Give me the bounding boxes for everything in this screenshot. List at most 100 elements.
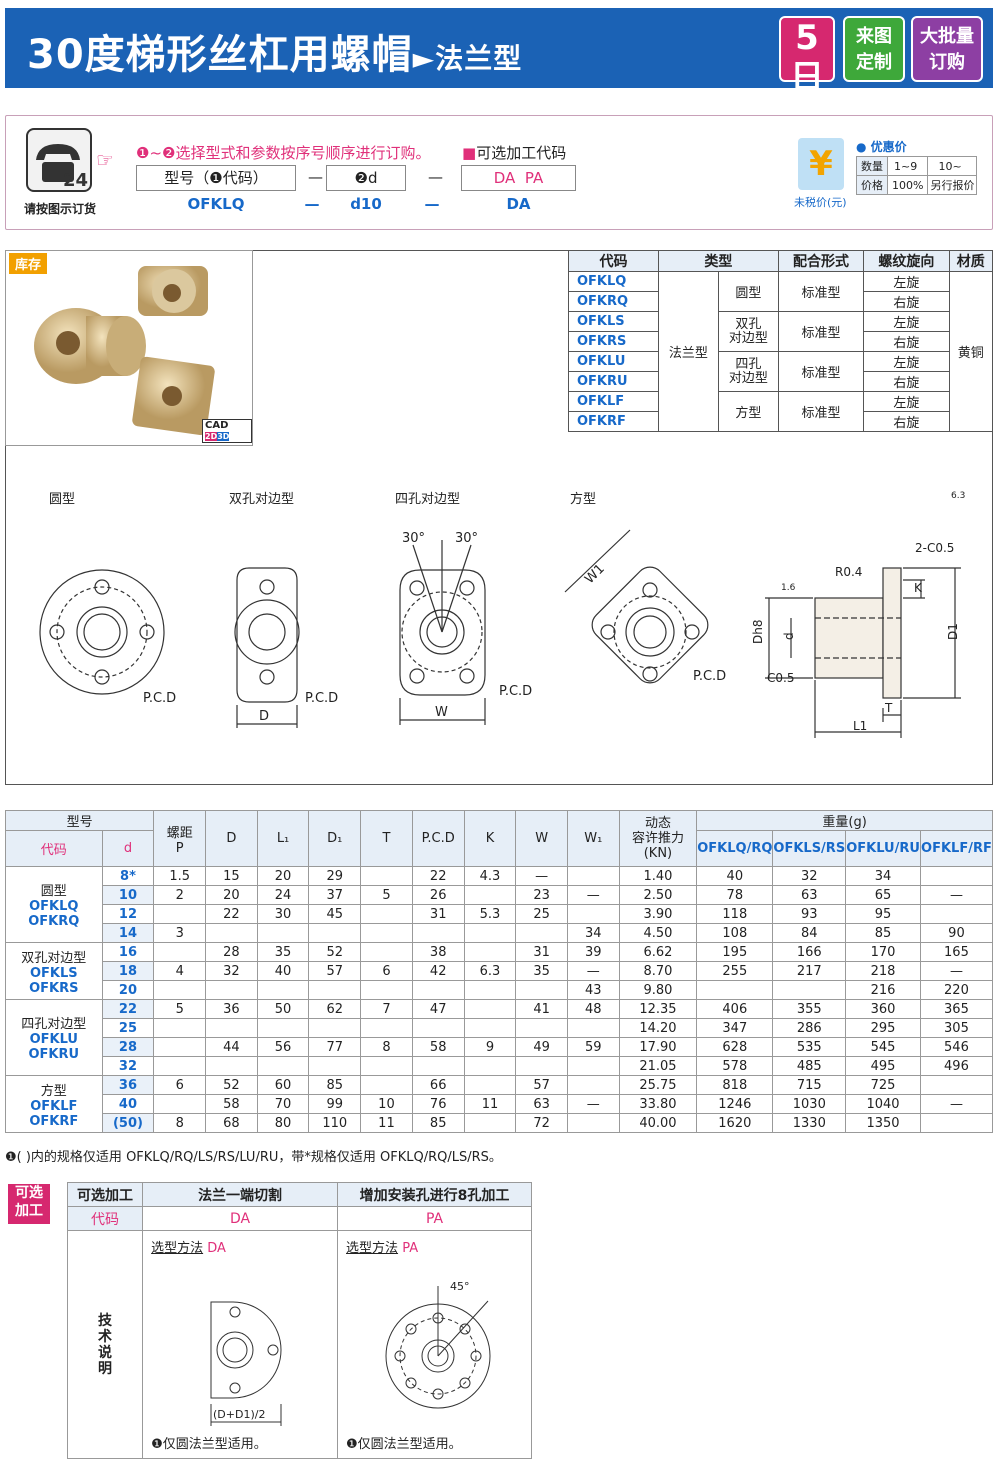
size-d: 8* (101, 866, 155, 886)
cell (696, 980, 774, 1000)
cell: 57 (308, 961, 362, 981)
type-name: 方型 (717, 391, 779, 432)
cell (566, 866, 620, 886)
cell: 63 (772, 885, 847, 905)
four-hole-flange-drawing: 30° 30° W P.C.D (399, 531, 532, 725)
cell (919, 904, 994, 924)
cell: 80 (256, 1113, 310, 1133)
cell (153, 942, 207, 962)
cell: 3.90 (618, 904, 698, 924)
cell (919, 1075, 994, 1095)
table-note: ❶( )内的规格仅适用 OFKLQ/RQ/LS/RS/LU/RU，带*规格仅适用… (5, 1150, 502, 1165)
cell (463, 999, 517, 1019)
cell: 15 (205, 866, 258, 886)
cell (360, 980, 413, 1000)
stock-badge: 库存 (9, 253, 48, 274)
cell (153, 1018, 207, 1038)
pa-drawing: 45° (385, 1280, 491, 1409)
cell (308, 1018, 362, 1038)
cell: 20 (256, 866, 310, 886)
th-K: K (463, 810, 517, 867)
cell: 365 (919, 999, 994, 1019)
th-L1: L₁ (256, 810, 310, 867)
cell: 24 (256, 885, 310, 905)
fit: 标准型 (777, 271, 865, 312)
cell: 578 (696, 1056, 774, 1076)
cell: 78 (696, 885, 774, 905)
da-drawing: (D+D1)/2 (210, 1301, 282, 1428)
type-code: OFKRF (568, 411, 659, 432)
dir: 右旋 (863, 371, 950, 392)
type-code: OFKRU (568, 371, 659, 392)
svg-text:D: D (259, 709, 269, 724)
svg-text:R0.4: R0.4 (835, 565, 862, 579)
cell: 255 (696, 961, 774, 981)
opt-h2: 代码 (66, 1206, 144, 1231)
th-D: D (205, 810, 258, 867)
cell (411, 980, 465, 1000)
cell: 535 (772, 1037, 847, 1057)
cell (308, 1056, 362, 1076)
cell: 58 (205, 1094, 258, 1114)
cell: 7 (360, 999, 413, 1019)
cell (308, 923, 362, 943)
opt-da-title: 法兰一端切割 (142, 1182, 339, 1207)
cell (360, 904, 413, 924)
cell: 1.40 (618, 866, 698, 886)
cell: 23 (515, 885, 568, 905)
cell: 34 (566, 923, 620, 943)
cell: 347 (696, 1018, 774, 1038)
cell: 45 (308, 904, 362, 924)
cell: 725 (845, 1075, 921, 1095)
dash-1: — (308, 168, 323, 186)
cell: 25.75 (618, 1075, 698, 1095)
cell: 85 (411, 1113, 465, 1133)
cell: 85 (308, 1075, 362, 1095)
size-d: 32 (101, 1056, 155, 1076)
cell: 59 (566, 1037, 620, 1057)
badge-custom: 来图定制 (843, 16, 905, 82)
badge-5day: 5日发货 (779, 16, 835, 113)
cell (153, 1094, 207, 1114)
cad-badge: CAD 2D3D (202, 419, 252, 443)
yen-icon: ¥ (798, 138, 844, 190)
type-code: OFKRQ (568, 291, 659, 312)
cell: 60 (256, 1075, 310, 1095)
opt-tech: 技 术 说 明 (66, 1230, 144, 1459)
svg-text:30°: 30° (455, 531, 478, 546)
size-d: 25 (101, 1018, 155, 1038)
cell: 485 (772, 1056, 847, 1076)
cell (463, 1075, 517, 1095)
cell: 1350 (845, 1113, 921, 1133)
dir: 左旋 (863, 391, 950, 412)
cell: — (919, 1094, 994, 1114)
cell: 44 (205, 1037, 258, 1057)
options-side-label: 可选 加工 (8, 1184, 50, 1224)
cell (153, 1037, 207, 1057)
svg-text:P.C.D: P.C.D (693, 669, 726, 684)
type-name: 圆型 (717, 271, 779, 312)
th-T: T (360, 810, 413, 867)
cell: 37 (308, 885, 362, 905)
cell: 10 (360, 1094, 413, 1114)
svg-text:P.C.D: P.C.D (499, 684, 532, 699)
technical-drawings: 圆型 双孔对边型 四孔对边型 方型 P.C.D D P.C.D 30° 30° … (39, 491, 965, 738)
cell: 93 (772, 904, 847, 924)
cell: 40.00 (618, 1113, 698, 1133)
type-code: OFKLF (568, 391, 659, 412)
cell: 35 (515, 961, 568, 981)
cell: 545 (845, 1037, 921, 1057)
cell: 1246 (696, 1094, 774, 1114)
discount-title: ● 优惠价 (856, 140, 907, 154)
cell: 11 (360, 1113, 413, 1133)
cell (205, 1056, 258, 1076)
cell: 166 (772, 942, 847, 962)
cell: 4.50 (618, 923, 698, 943)
